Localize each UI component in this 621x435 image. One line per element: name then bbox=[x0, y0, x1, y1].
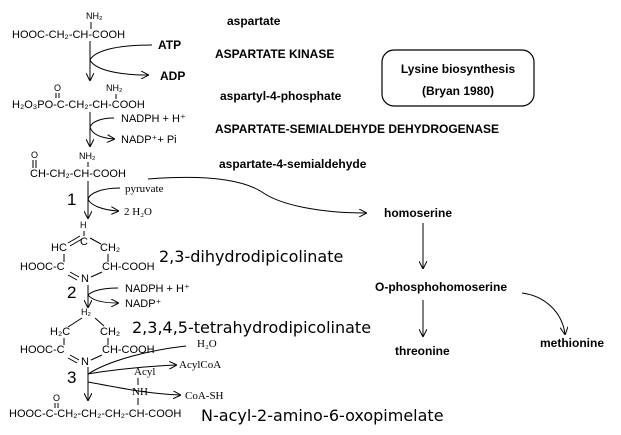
atp-label: ATP bbox=[158, 38, 181, 52]
thdp-h2c: H₂C bbox=[50, 326, 70, 338]
compound-label-dihydrodipicolinate: 2,3-dihydrodipicolinate bbox=[159, 247, 343, 266]
semialdehyde-structure: O NH₂ CH-CH₂-CH-COOH bbox=[30, 150, 126, 180]
aspartate-nh2: NH₂ bbox=[86, 11, 103, 21]
nadph-label-1: NADPH + H⁺ bbox=[121, 113, 186, 125]
legend-box: Lysine biosynthesis (Bryan 1980) bbox=[381, 49, 535, 107]
aspartyl-phosphate-nh2: NH₂ bbox=[106, 83, 123, 93]
semialdehyde-o: O bbox=[31, 150, 38, 160]
oxopimelate-structure: Acyl NH O HOOC-C-CH₂-CH₂-CH₂-CH-COOH bbox=[9, 366, 181, 420]
compound-label-oxopimelate: N-acyl-2-amino-6-oxopimelate bbox=[201, 406, 444, 425]
dhdp-ring-bond-e2 bbox=[67, 274, 78, 281]
dhdp-ring-bond-f bbox=[90, 271, 103, 278]
adp-label: ADP bbox=[160, 69, 185, 83]
aspartate-formula: HOOC-CH₂-CH-COOH bbox=[12, 29, 125, 41]
thdp-ring-bond-f bbox=[90, 354, 103, 361]
dihydrodipicolinate-structure: H C HC CH₂ HOOC-C CH-COOH N bbox=[20, 220, 155, 285]
aspartyl-phosphate-structure: O NH₂ H₂O₃PO-C-CH₂-CH-COOH bbox=[12, 83, 145, 111]
water-in-curve bbox=[87, 345, 187, 375]
dhdp-n: N bbox=[81, 273, 89, 285]
aspartate-structure: NH₂ HOOC-CH₂-CH-COOH bbox=[12, 11, 125, 41]
legend-citation: (Bryan 1980) bbox=[422, 84, 494, 98]
thdp-h2: H₂ bbox=[81, 307, 91, 317]
oxopimelate-acyl: Acyl bbox=[134, 366, 155, 378]
semialdehyde-nh2: NH₂ bbox=[79, 151, 96, 161]
compound-label-semialdehyde: aspartate-4-semialdehyde bbox=[219, 157, 367, 171]
threonine-label: threonine bbox=[395, 344, 450, 358]
enzyme-asa-dehydrogenase: ASPARTATE-SEMIALDEHYDE DEHYDROGENASE bbox=[215, 122, 499, 136]
thdp-ring-bond-a bbox=[67, 317, 83, 328]
dhdp-ring-bond-b bbox=[89, 237, 102, 245]
thdp-ring-bond-e2 bbox=[67, 357, 78, 364]
dhdp-ring-bond-e bbox=[69, 271, 80, 278]
coash-curve bbox=[87, 381, 180, 395]
dhdp-c: C bbox=[80, 236, 88, 248]
enzyme-aspartate-kinase: ASPARTATE KINASE bbox=[215, 47, 334, 61]
pyruvate-label: pyruvate bbox=[125, 183, 164, 195]
thdp-cooh: CH-COOH bbox=[102, 344, 155, 356]
nadph-nadp-curve-2 bbox=[87, 287, 118, 303]
dhdp-hc: HC bbox=[51, 242, 67, 254]
compound-label-tetrahydrodipicolinate: 2,3,4,5-tetrahydrodipicolinate bbox=[132, 318, 371, 337]
nadph-label-2: NADPH + H⁺ bbox=[125, 283, 190, 295]
dhdp-h: H bbox=[80, 220, 87, 230]
oxopimelate-nh: NH bbox=[132, 386, 148, 398]
thdp-hooc: HOOC-C bbox=[20, 344, 65, 356]
thdp-ch2: CH₂ bbox=[100, 326, 120, 338]
homoserine-label: homoserine bbox=[384, 206, 452, 220]
aspartyl-phosphate-o: O bbox=[54, 83, 61, 93]
water-2-label: 2 H₂O bbox=[124, 206, 152, 218]
pyruvate-water-curve bbox=[87, 187, 121, 211]
water-label: H₂O bbox=[197, 338, 217, 350]
compound-label-aspartyl-phosphate: aspartyl-4-phosphate bbox=[220, 89, 342, 103]
step-number-2: 2 bbox=[67, 283, 76, 302]
methionine-label: methionine bbox=[540, 336, 604, 350]
dhdp-cooh: CH-COOH bbox=[102, 261, 155, 273]
thdp-ring-bond-e bbox=[69, 354, 80, 361]
aspartyl-phosphate-formula: H₂O₃PO-C-CH₂-CH-COOH bbox=[12, 99, 145, 111]
oxopimelate-formula: HOOC-C-CH₂-CH₂-CH₂-CH-COOH bbox=[9, 408, 181, 420]
thdp-n: N bbox=[81, 356, 89, 368]
nadp-label-2: NADP⁺ bbox=[125, 298, 162, 310]
nadp-pi-label: NADP⁺+ Pi bbox=[121, 134, 177, 146]
atp-adp-curve bbox=[89, 44, 153, 75]
nadph-nadp-curve bbox=[89, 117, 114, 139]
o-phosphohomoserine-label: O-phosphohomoserine bbox=[375, 280, 507, 294]
dhdp-ch2: CH₂ bbox=[100, 242, 120, 254]
oxopimelate-o: O bbox=[53, 393, 60, 403]
branch-arrow-homoserine bbox=[147, 176, 366, 213]
arrow-ophs-to-methionine bbox=[521, 292, 565, 334]
step-number-1: 1 bbox=[67, 190, 76, 209]
dhdp-ring-bond-a bbox=[67, 235, 81, 244]
tetrahydrodipicolinate-structure: H₂ H₂C CH₂ HOOC-C CH-COOH N bbox=[20, 307, 155, 368]
dhdp-hooc: HOOC-C bbox=[20, 261, 65, 273]
coash-label: CoA-SH bbox=[185, 390, 224, 402]
legend-title: Lysine biosynthesis bbox=[401, 62, 516, 76]
thdp-ring-bond-b bbox=[94, 317, 105, 327]
acylcoa-label: AcylCoA bbox=[179, 359, 221, 371]
dhdp-ring-bond-a2 bbox=[69, 238, 83, 247]
acylcoa-curve bbox=[87, 365, 176, 375]
semialdehyde-formula: CH-CH₂-CH-COOH bbox=[30, 168, 126, 180]
compound-label-aspartate: aspartate bbox=[227, 14, 281, 28]
step-number-3: 3 bbox=[67, 368, 76, 387]
